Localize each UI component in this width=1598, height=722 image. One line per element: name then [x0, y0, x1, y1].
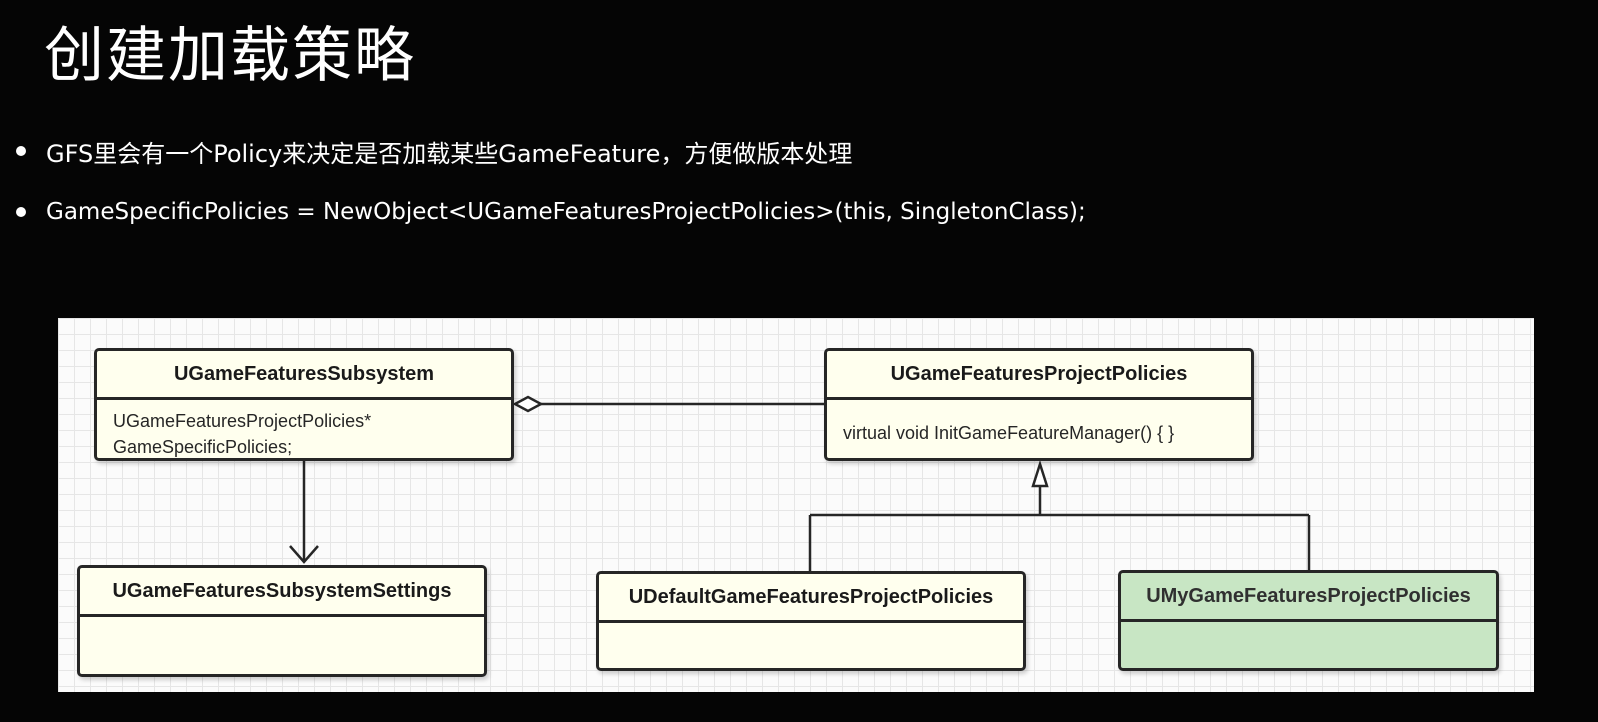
aggregation-diamond-icon — [512, 395, 544, 413]
class-member: virtual void InitGameFeatureManager() { … — [843, 423, 1175, 443]
class-member: GameSpecificPolicies; — [113, 437, 293, 457]
class-member: UGameFeaturesProjectPolicies* — [113, 411, 372, 431]
class-box-my-policies: UMyGameFeaturesProjectPolicies — [1118, 570, 1499, 671]
bullet-dot-icon — [16, 207, 26, 217]
slide-title: 创建加载策略 — [44, 21, 416, 91]
bullet-item: GameSpecificPolicies = NewObject<UGameFe… — [16, 195, 1086, 229]
class-name: UGameFeaturesSubsystem — [97, 351, 511, 400]
class-name: UGameFeaturesSubsystemSettings — [80, 568, 484, 617]
class-box-project-policies: UGameFeaturesProjectPolicies virtual voi… — [824, 348, 1254, 461]
relation-lines — [289, 395, 1311, 571]
association-arrow-icon — [289, 545, 319, 564]
class-box-subsystem-settings: UGameFeaturesSubsystemSettings — [77, 565, 487, 677]
uml-class-diagram: UGameFeaturesSubsystem UGameFeaturesProj… — [58, 318, 1534, 692]
bullet-item: GFS里会有一个Policy来决定是否加载某些GameFeature，方便做版本… — [16, 134, 852, 168]
bullet-dot-icon — [16, 146, 26, 156]
inheritance-triangle-icon — [1031, 459, 1049, 488]
class-name: UGameFeaturesProjectPolicies — [827, 351, 1251, 400]
class-box-subsystem: UGameFeaturesSubsystem UGameFeaturesProj… — [94, 348, 514, 461]
class-name: UMyGameFeaturesProjectPolicies — [1121, 573, 1496, 622]
bullet-text: GameSpecificPolicies = NewObject<UGameFe… — [46, 199, 1086, 225]
class-name: UDefaultGameFeaturesProjectPolicies — [599, 574, 1023, 623]
class-members: UGameFeaturesProjectPolicies* GameSpecif… — [97, 400, 511, 460]
class-members: virtual void InitGameFeatureManager() { … — [827, 400, 1251, 446]
bullet-text: GFS里会有一个Policy来决定是否加载某些GameFeature，方便做版本… — [46, 139, 853, 168]
class-box-default-policies: UDefaultGameFeaturesProjectPolicies — [596, 571, 1026, 671]
